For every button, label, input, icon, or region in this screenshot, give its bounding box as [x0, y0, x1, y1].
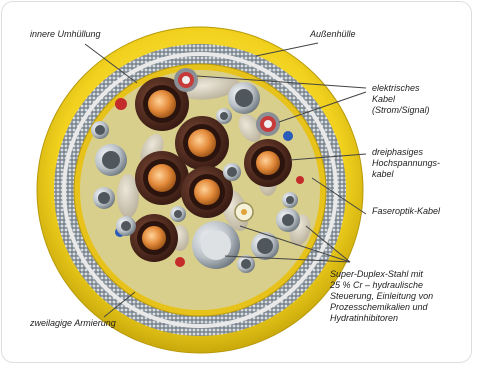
label-high-voltage-cable: dreiphasiges Hochspannungs- kabel — [372, 147, 440, 180]
signal-wire-red-3 — [296, 176, 304, 184]
power-core-3 — [135, 151, 189, 205]
label-outer-sheath: Außenhülle — [310, 29, 356, 40]
label-electric-cable: elektrisches Kabel (Strom/Signal) — [372, 83, 430, 116]
label-inner-sheath: innere Umhüllung — [30, 29, 101, 40]
electric-cable-1 — [174, 68, 198, 92]
signal-wire-blue-1 — [283, 131, 293, 141]
label-armoring: zweilagige Armierung — [30, 318, 116, 329]
label-fiber-optic-cable: Faseroptik-Kabel — [372, 206, 440, 217]
power-core-6 — [130, 214, 178, 262]
electric-cable-2 — [256, 112, 280, 136]
power-core-5 — [244, 139, 292, 187]
fiber-optic-element — [235, 203, 253, 221]
signal-wire-red-1 — [115, 98, 127, 110]
label-super-duplex-steel: Super-Duplex-Stahl mit 25 % Cr – hydraul… — [330, 269, 433, 324]
signal-wire-red-2 — [175, 257, 185, 267]
